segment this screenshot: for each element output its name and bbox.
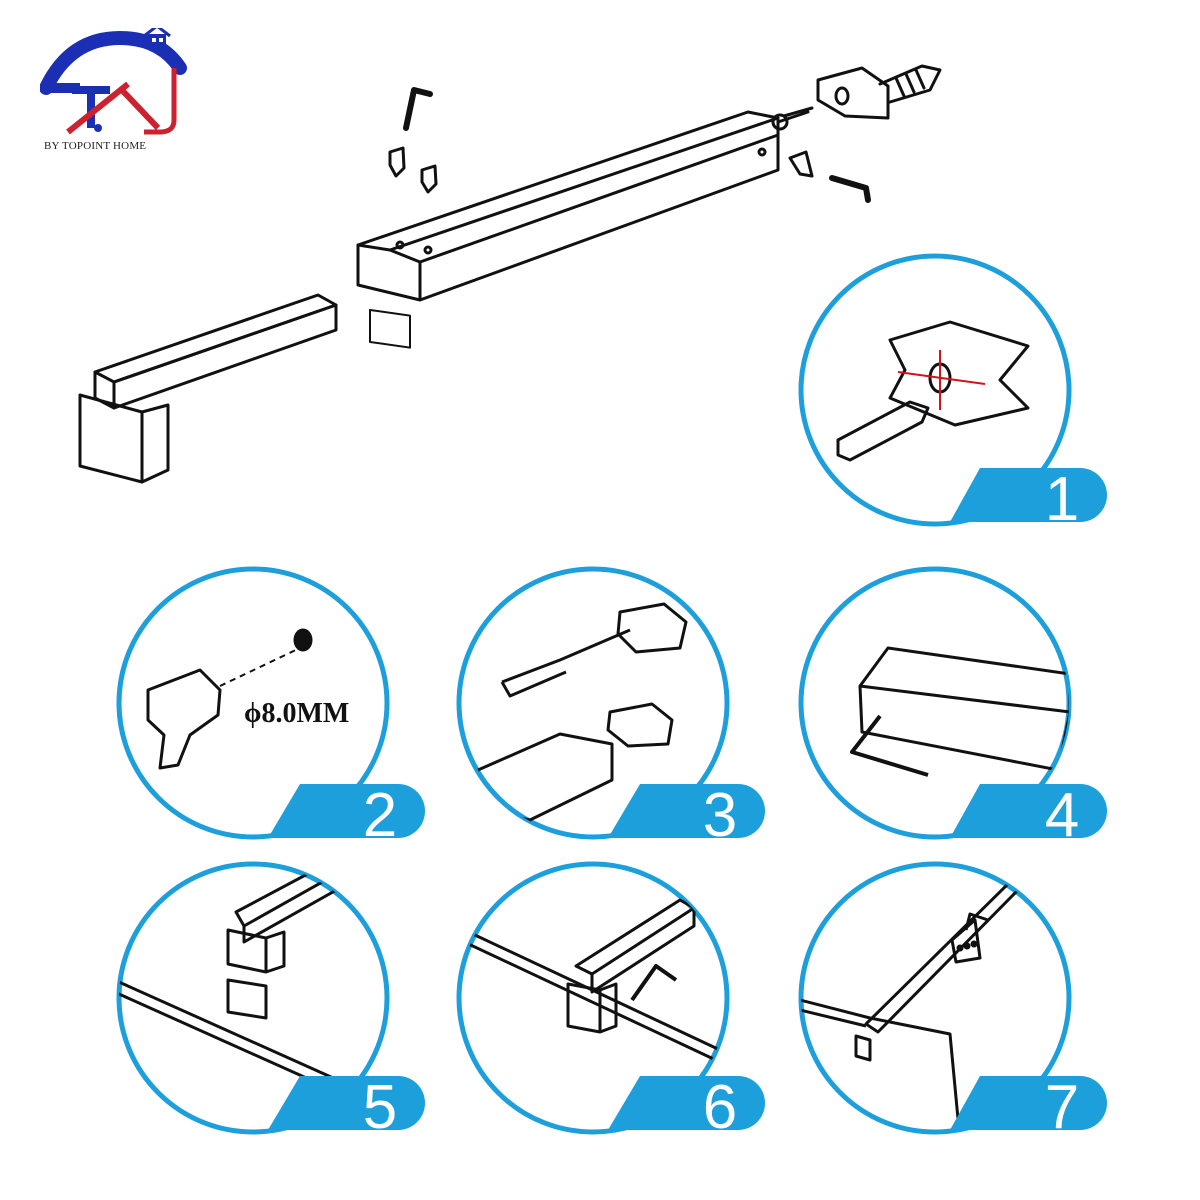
allen-key-icon xyxy=(850,714,929,777)
step-number: 2 xyxy=(363,781,397,850)
step-number: 7 xyxy=(1045,1073,1079,1142)
step-4-badge xyxy=(950,784,1107,838)
clamp-body xyxy=(854,1034,872,1062)
clamp-upper xyxy=(226,928,286,974)
step-7: 7 xyxy=(798,861,1107,1142)
pencil-icon xyxy=(836,400,930,462)
step-2: ϕ8.0MM 2 xyxy=(116,566,425,850)
step-number: 5 xyxy=(363,1073,397,1142)
screwdriver-icon xyxy=(500,628,631,698)
allen-keys xyxy=(403,87,871,203)
bracket-lower xyxy=(606,702,674,748)
topoint-home-logo xyxy=(40,28,187,135)
wall-bracket xyxy=(771,64,942,131)
step-number: 6 xyxy=(703,1073,737,1142)
step-3-badge xyxy=(608,784,765,838)
clamp-body xyxy=(566,982,618,1034)
step-number: 3 xyxy=(703,781,737,850)
allen-key-icon xyxy=(964,912,989,931)
bracket-upper xyxy=(616,602,688,654)
step-4: 4 xyxy=(798,566,1107,850)
drill-icon xyxy=(146,668,222,770)
tube-end xyxy=(858,646,1069,772)
step-number: 1 xyxy=(1045,465,1079,534)
main-exploded-view xyxy=(78,64,942,484)
step-1-badge xyxy=(950,468,1107,522)
brand-tagline: BY TOPOINT HOME xyxy=(44,140,147,152)
step-2-badge xyxy=(268,784,425,838)
step-5: 5 xyxy=(116,861,425,1142)
bracket-block xyxy=(888,320,1030,427)
drill-size-label: ϕ8.0MM xyxy=(244,698,349,729)
step-1: 1 xyxy=(798,253,1107,534)
glass-panel xyxy=(801,998,962,1132)
support-bar-tube xyxy=(356,110,780,349)
step-number: 4 xyxy=(1045,781,1079,850)
step-3: 3 xyxy=(456,566,765,850)
allen-key-icon xyxy=(630,964,678,1002)
clamp-lower xyxy=(226,978,268,1020)
set-screws xyxy=(388,146,814,194)
step-5-badge xyxy=(268,1076,425,1130)
step-7-badge xyxy=(950,1076,1107,1130)
step-6-badge xyxy=(608,1076,765,1130)
step-6: 6 xyxy=(456,861,765,1142)
glass-clamp-rod xyxy=(78,293,338,484)
